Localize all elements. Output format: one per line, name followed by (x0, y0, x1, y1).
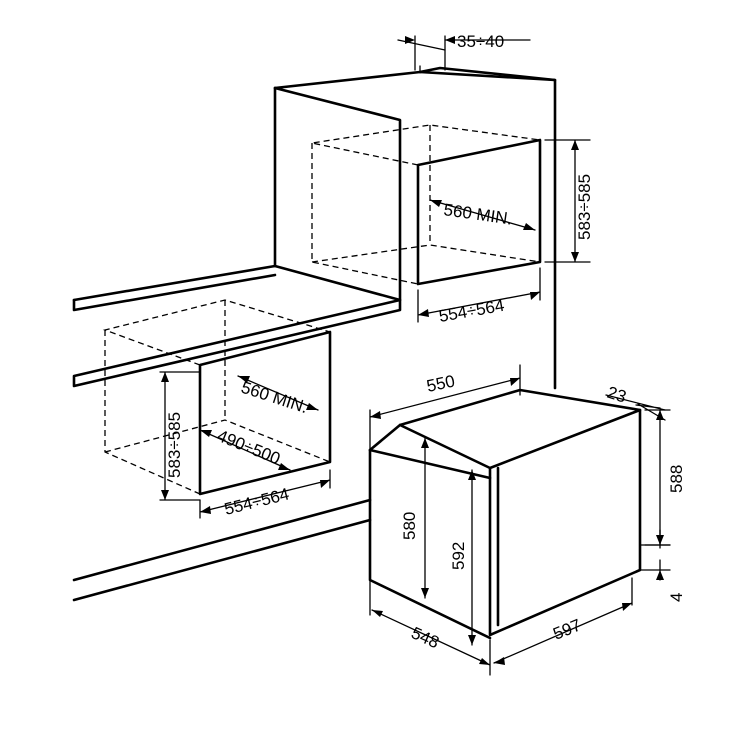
oven (368, 388, 642, 640)
label-lower-depth: 490÷500 (215, 426, 283, 468)
label-top-gap: 35÷40 (457, 32, 504, 51)
label-lower-height: 583÷585 (165, 412, 184, 478)
column-cabinet (273, 65, 557, 390)
label-oven-height-body: 580 (400, 512, 419, 540)
label-oven-bottom-gap: 4 (667, 593, 686, 602)
worktop (72, 264, 402, 388)
label-oven-depth-bottom: 548 (408, 623, 442, 652)
label-upper-width-min: 560 MIN. (442, 200, 513, 228)
dimension-lines (159, 35, 671, 676)
lower-cabinet (72, 299, 372, 602)
label-oven-height-front: 592 (449, 542, 468, 570)
label-oven-depth-top: 550 (425, 371, 457, 395)
label-lower-width-min: 560 MIN. (239, 378, 310, 417)
label-lower-opening-width: 554÷564 (222, 484, 291, 518)
upper-recess (311, 124, 542, 286)
label-oven-height-frame: 588 (667, 465, 686, 493)
label-oven-width: 597 (550, 615, 583, 643)
label-upper-opening-width: 554÷564 (437, 296, 505, 326)
arrowheads (161, 36, 664, 665)
label-oven-frame: 23 (605, 383, 629, 407)
label-upper-height: 583÷585 (575, 174, 594, 240)
